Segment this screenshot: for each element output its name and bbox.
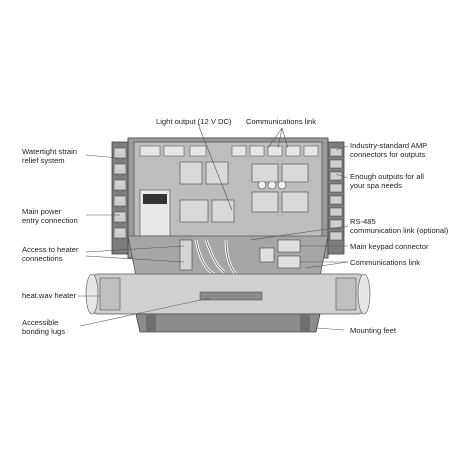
heater-right-union — [335, 277, 357, 311]
label-bonding-lugs: Accessible bonding lugs — [22, 318, 66, 336]
leader-lines — [78, 123, 349, 331]
label-heater-access: Access to heater connections — [22, 245, 79, 263]
label-mounting-feet: Mounting feet — [350, 326, 397, 335]
bonding-lug-bar — [199, 291, 263, 301]
label-light-output: Light output (12 V DC) — [156, 117, 232, 126]
label-main-keypad-connector: Main keypad connector — [350, 242, 429, 251]
label-main-power-entry: Main power entry connection — [22, 207, 78, 225]
keypad-connectors — [259, 239, 301, 269]
heater-right-end — [357, 273, 371, 315]
label-heater: heat.wav heater — [22, 291, 77, 300]
label-rs485: RS-485 communication link (optional) — [350, 217, 449, 235]
left-glands — [113, 147, 127, 239]
label-enough-outputs: Enough outputs for all your spa needs — [350, 172, 424, 190]
heater-left-end — [85, 273, 99, 315]
heater-terminals — [179, 239, 193, 271]
label-communications-link-top: Communications link — [246, 117, 317, 126]
label-communications-link-right: Communications link — [350, 258, 421, 267]
top-terminal-row — [139, 145, 319, 157]
plate-marking — [143, 194, 167, 204]
heater-cable-outlines — [195, 239, 237, 275]
label-amp-connectors: Industry-standard AMP connectors for out… — [350, 141, 428, 159]
mounting-foot-left — [146, 314, 156, 332]
heater-left-union — [99, 277, 121, 311]
mounting-base — [135, 313, 321, 333]
label-watertight-strain-relief: Watertight strain relief system — [22, 147, 78, 165]
capacitors — [257, 180, 287, 190]
mounting-foot-right — [300, 314, 310, 332]
